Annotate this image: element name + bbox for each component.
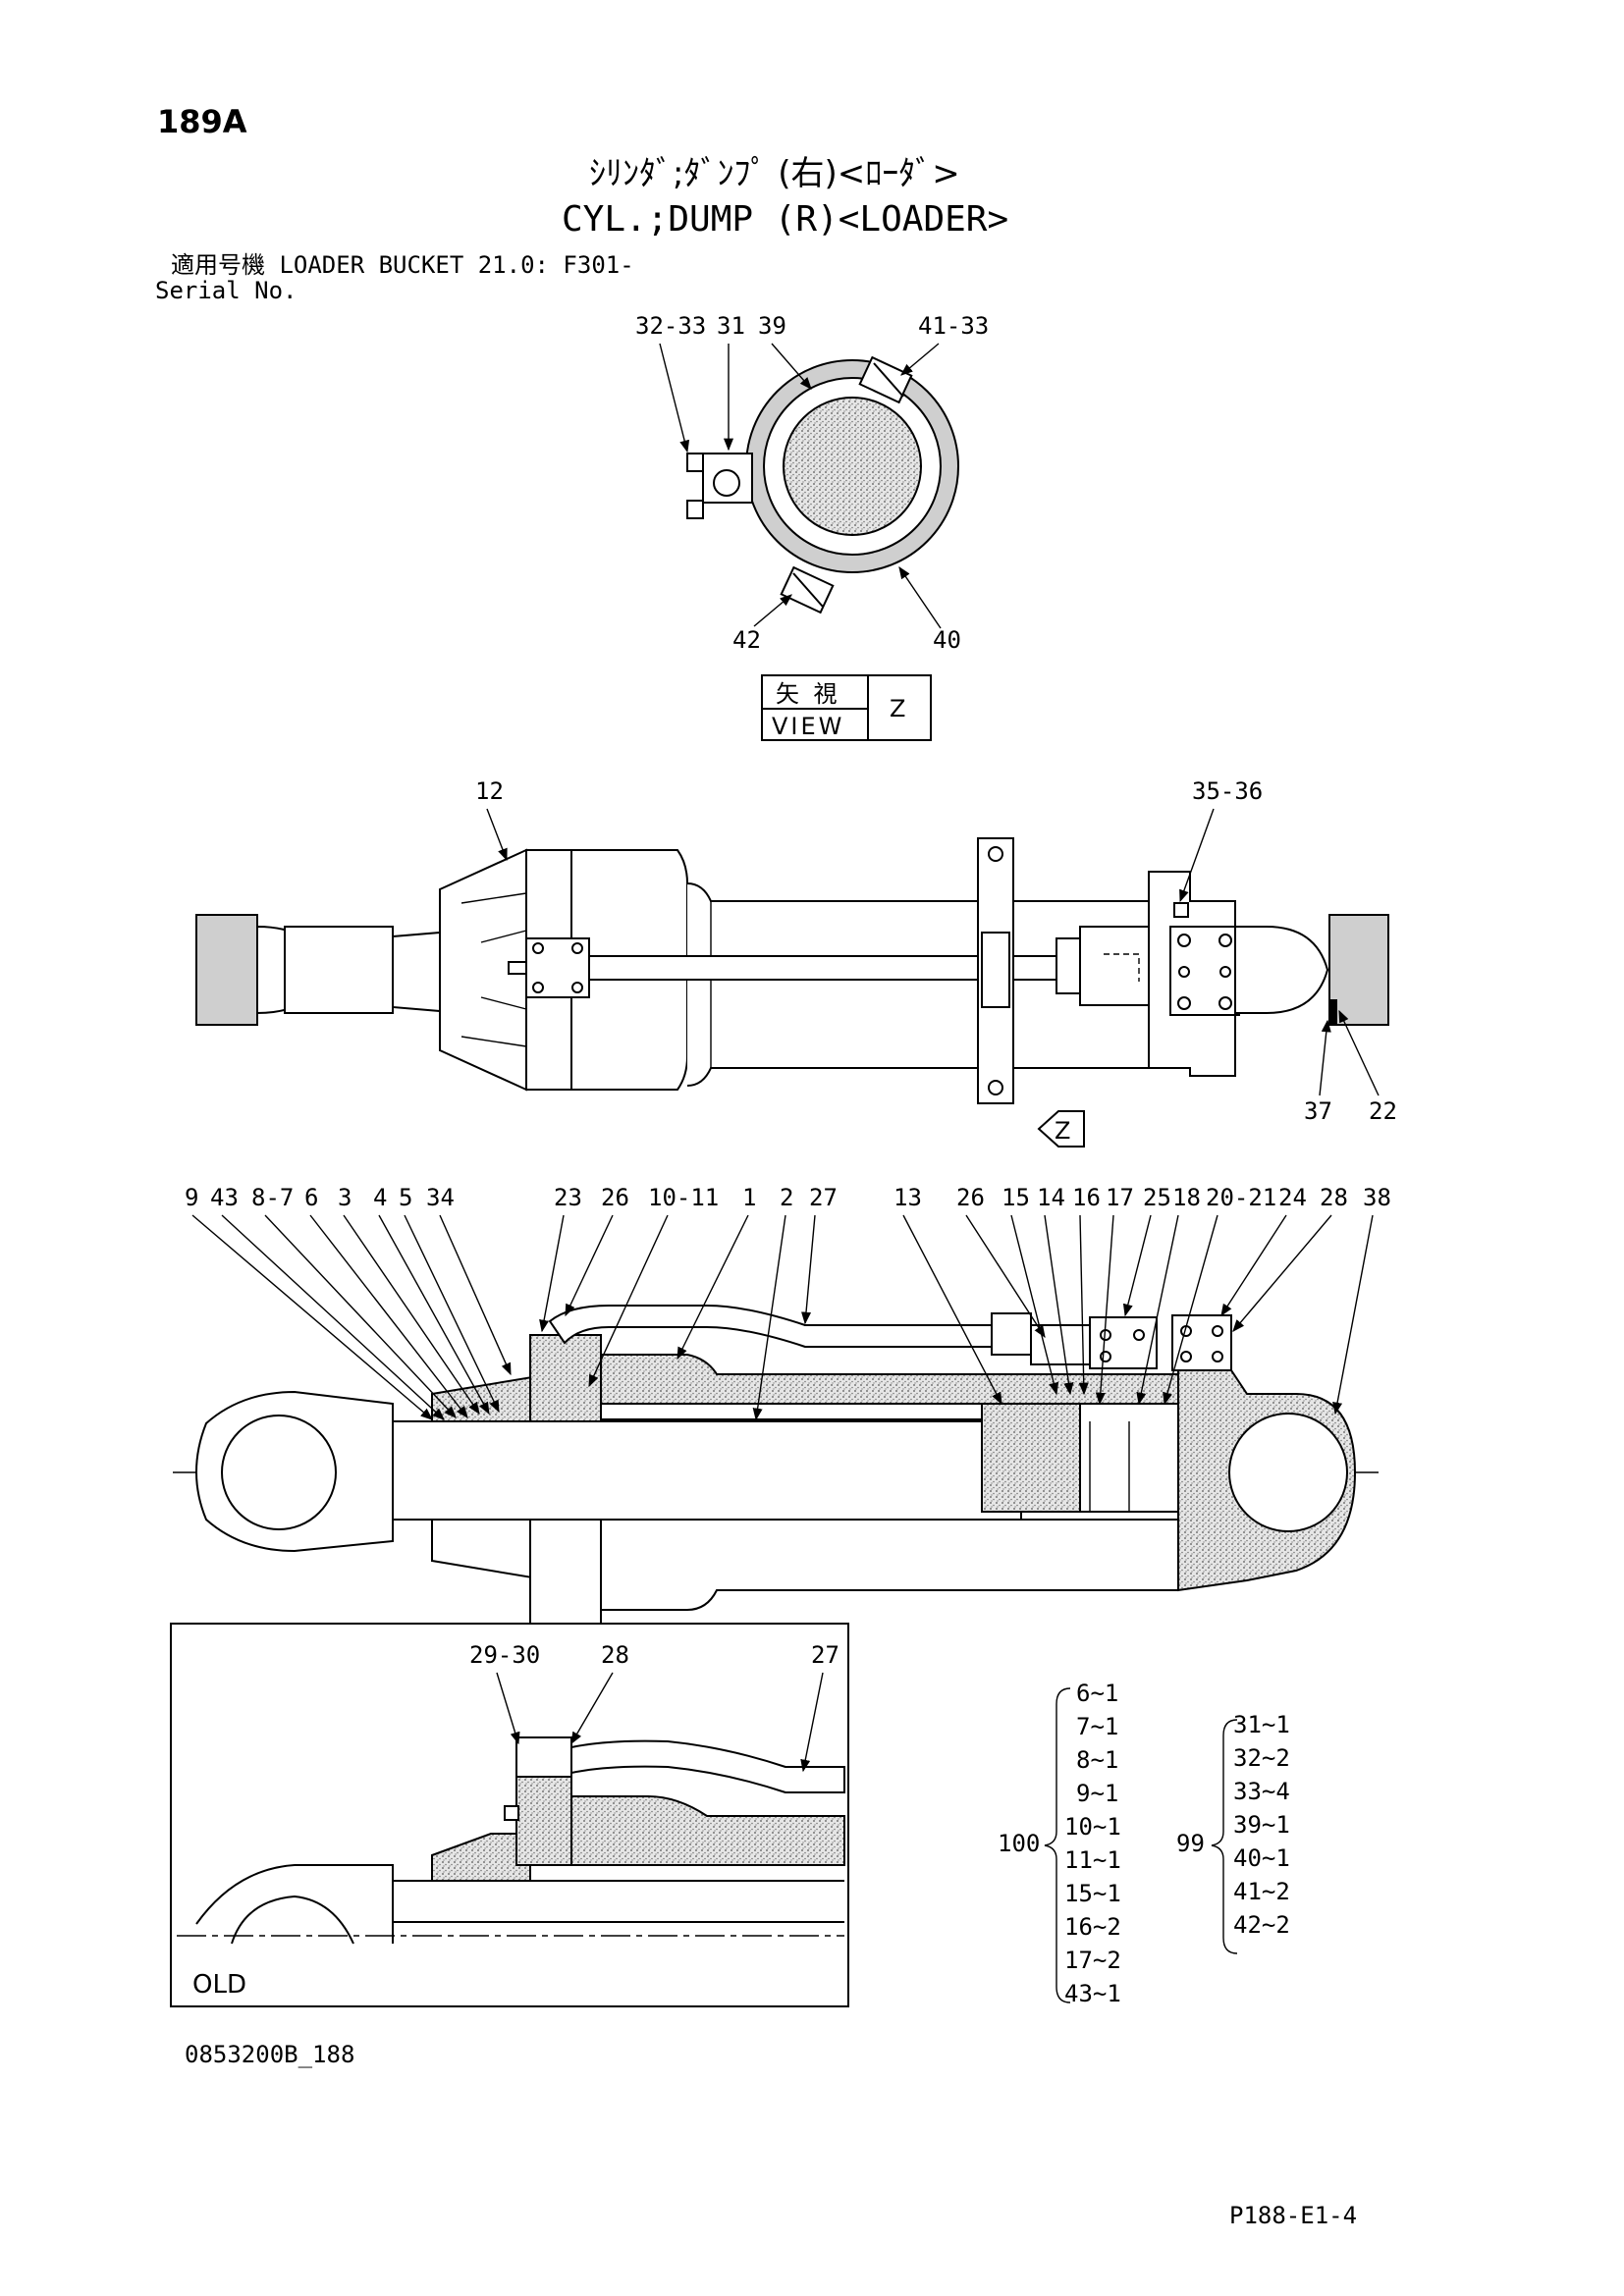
- callout: 8-7: [251, 1184, 294, 1211]
- serial-label: Serial No.: [155, 277, 298, 304]
- callout: 3: [338, 1184, 352, 1211]
- section-view-drawing: [173, 1305, 1379, 1629]
- callout: 6: [304, 1184, 318, 1211]
- callout: 12: [475, 777, 504, 805]
- callout: 24: [1278, 1184, 1307, 1211]
- top-view-callouts: 12 35-36 37 22 Z: [475, 777, 1397, 1145]
- callout: 35-36: [1192, 777, 1263, 805]
- callout: 14: [1037, 1184, 1065, 1211]
- page-reference: P188-E1-4: [1229, 2202, 1358, 2229]
- old-view: 29-30 28 27 OLD: [170, 1623, 849, 2007]
- kit-item: 33~4: [1233, 1778, 1290, 1805]
- callout: 31: [717, 312, 745, 340]
- callout: 34: [426, 1184, 455, 1211]
- kit-item: 17~2: [1064, 1947, 1121, 1974]
- callout: 15: [1001, 1184, 1030, 1211]
- view-box-letter: Z: [890, 695, 905, 722]
- callout: 16: [1072, 1184, 1101, 1211]
- kit-item: 39~1: [1233, 1811, 1290, 1839]
- callout: 5: [399, 1184, 412, 1211]
- callout: 28: [1320, 1184, 1348, 1211]
- kit-item: 9~1: [1076, 1780, 1118, 1807]
- title-japanese: ｼﾘﾝﾀﾞ;ﾀﾞﾝﾌﾟ (右)<ﾛｰﾀﾞ>: [589, 154, 960, 193]
- kit-item: 6~1: [1076, 1680, 1118, 1707]
- view-z-box: 矢 視 VIEW Z: [761, 674, 932, 741]
- applicability-line: 適用号機 LOADER BUCKET 21.0: F301-: [171, 251, 634, 279]
- callout: 38: [1363, 1184, 1391, 1211]
- kit-item: 15~1: [1064, 1880, 1121, 1907]
- title-english: CYL.;DUMP (R)<LOADER>: [562, 199, 1009, 240]
- page-id: 189A: [157, 103, 247, 140]
- view-z-drawing: [686, 355, 959, 614]
- kit-item: 31~1: [1233, 1711, 1290, 1738]
- view-box-en: VIEW: [772, 713, 844, 740]
- callout: 9: [185, 1184, 198, 1211]
- kit-item: 10~1: [1064, 1813, 1121, 1841]
- section-view-callouts: 9 43 8-7 6 3 4 5 34 23 26 10-11 1 2 27 1…: [185, 1184, 1391, 1421]
- kit-item: 40~1: [1233, 1844, 1290, 1872]
- kit-100: 100 6~1 7~1 8~1 9~1 10~1 11~1 15~1 16~2 …: [998, 1680, 1121, 2007]
- callout: 39: [758, 312, 786, 340]
- kit-100-number: 100: [998, 1830, 1040, 1857]
- old-label: OLD: [192, 1970, 246, 2000]
- callout: 43: [210, 1184, 239, 1211]
- callout: 27: [811, 1641, 839, 1669]
- callout: 37: [1304, 1097, 1332, 1125]
- kit-item: 42~2: [1233, 1911, 1290, 1939]
- kit-item: 32~2: [1233, 1744, 1290, 1772]
- callout: 4: [373, 1184, 387, 1211]
- callout: 32-33: [635, 312, 706, 340]
- kit-99-number: 99: [1176, 1830, 1205, 1857]
- callout: 10-11: [648, 1184, 719, 1211]
- callout: 1: [742, 1184, 756, 1211]
- callout: 23: [554, 1184, 582, 1211]
- callout: 40: [933, 626, 961, 654]
- kit-item: 7~1: [1076, 1713, 1118, 1740]
- callout: 41-33: [918, 312, 989, 340]
- callout: 2: [780, 1184, 793, 1211]
- top-view-drawing: [195, 837, 1389, 1148]
- view-box-jp: 矢 視: [776, 680, 837, 708]
- callout: 18: [1172, 1184, 1201, 1211]
- kit-item: 8~1: [1076, 1746, 1118, 1774]
- view-z-arrow-letter: Z: [1055, 1117, 1070, 1145]
- drawing-number: 0853200B_188: [185, 2041, 355, 2068]
- callout: 17: [1106, 1184, 1134, 1211]
- view-z-callouts: 32-33 31 39 41-33 42 40: [635, 312, 989, 654]
- callout: 22: [1369, 1097, 1397, 1125]
- callout: 28: [601, 1641, 629, 1669]
- kit-item: 41~2: [1233, 1878, 1290, 1905]
- callout: 13: [893, 1184, 922, 1211]
- callout: 20-21: [1206, 1184, 1276, 1211]
- callout: 42: [732, 626, 761, 654]
- kit-item: 16~2: [1064, 1913, 1121, 1941]
- kit-99: 99 31~1 32~2 33~4 39~1 40~1 41~2 42~2: [1176, 1711, 1290, 1954]
- callout: 26: [601, 1184, 629, 1211]
- kit-item: 11~1: [1064, 1846, 1121, 1874]
- callout: 26: [956, 1184, 985, 1211]
- kit-item: 43~1: [1064, 1980, 1121, 2007]
- callout: 29-30: [469, 1641, 540, 1669]
- callout: 25: [1143, 1184, 1171, 1211]
- callout: 27: [809, 1184, 838, 1211]
